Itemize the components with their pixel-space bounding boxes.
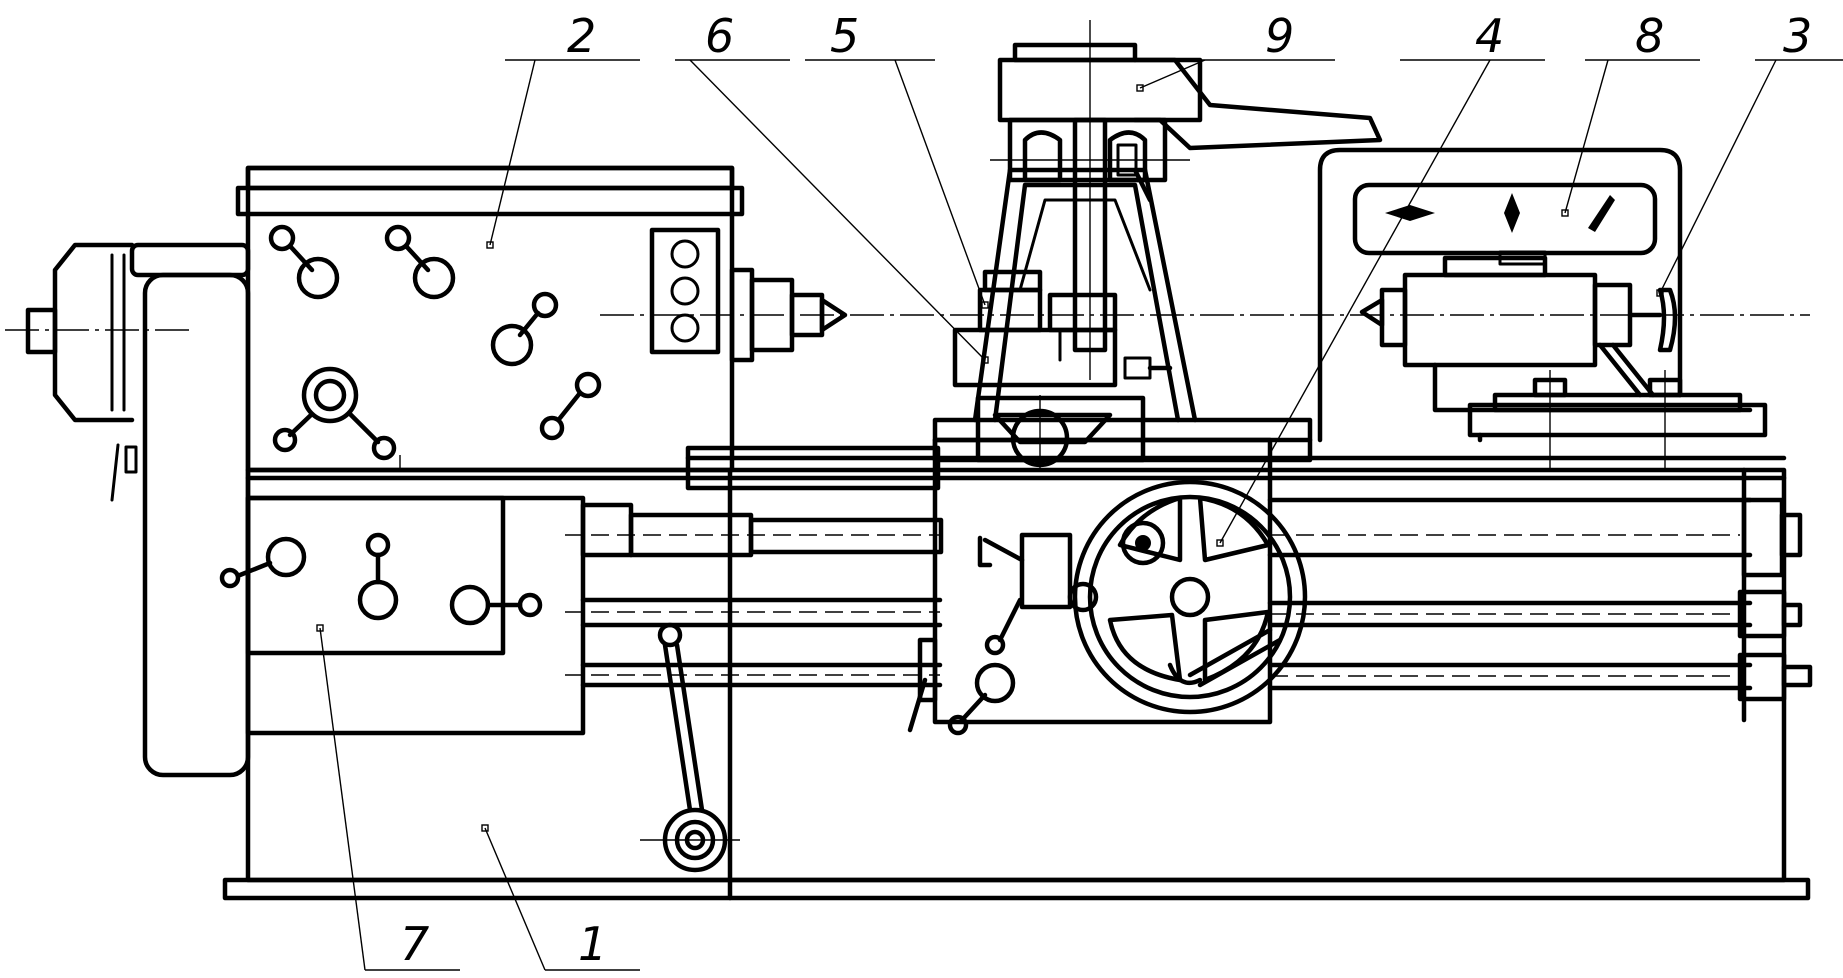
control-panel [1317, 147, 1683, 443]
callout-3: 3 [1783, 9, 1812, 63]
callout-5: 5 [830, 9, 859, 63]
lathe-bed [222, 445, 1811, 901]
callout-labels: 2 6 5 9 4 8 3 7 1 [400, 9, 1812, 971]
callout-1: 1 [578, 917, 607, 971]
apron [907, 395, 1313, 736]
motor-drive [5, 242, 251, 778]
callout-9: 9 [1265, 9, 1294, 63]
lead-screw-and-feed-rods [565, 497, 1813, 873]
tool-post [952, 269, 1173, 388]
callout-2: 2 [567, 9, 596, 63]
callout-7: 7 [400, 917, 429, 971]
callout-8: 8 [1635, 9, 1664, 63]
tailstock [1359, 250, 1768, 470]
callout-6: 6 [705, 9, 734, 63]
steady-rest [972, 20, 1383, 423]
feed-gearbox [219, 495, 586, 736]
callout-4: 4 [1475, 9, 1504, 63]
headstock [235, 165, 1810, 473]
leader-lines [316, 59, 1843, 971]
